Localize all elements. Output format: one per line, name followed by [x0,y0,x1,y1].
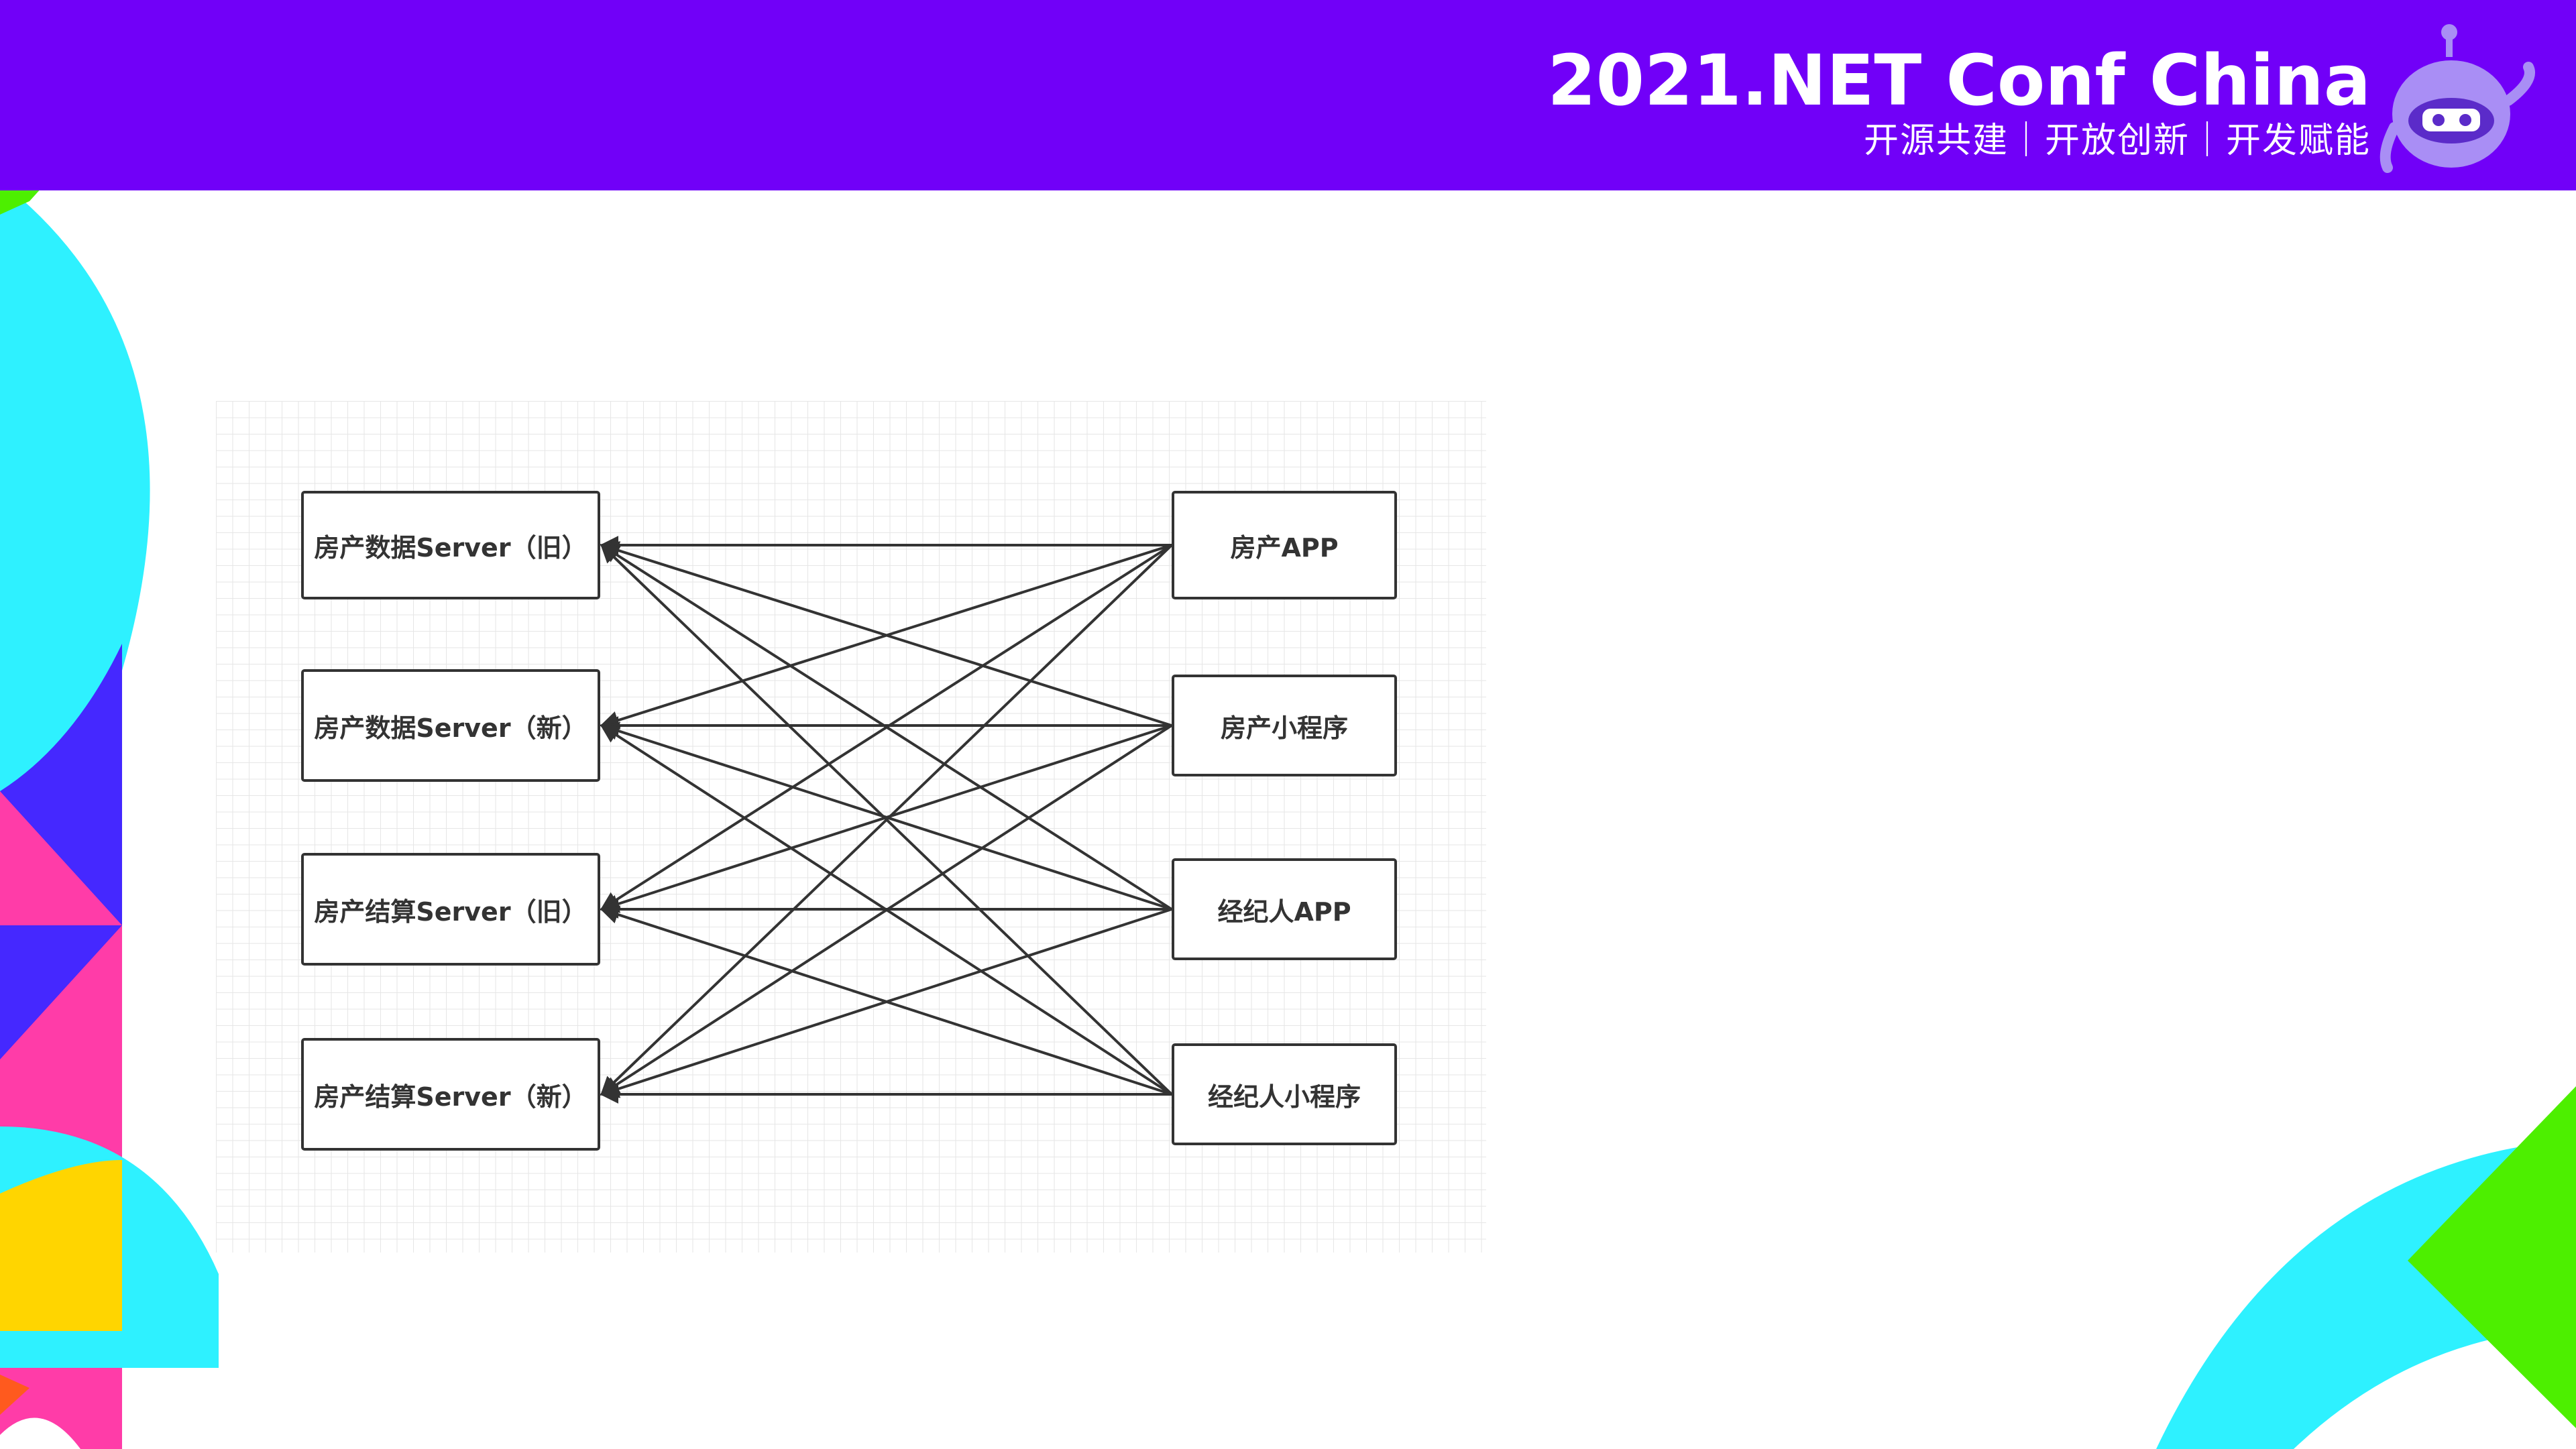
client-label: 经纪人小程序 [1208,1076,1361,1113]
server-label: 房产结算Server（新） [314,1076,587,1113]
server-node-house-data-old: 房产数据Server（旧） [301,491,600,599]
server-node-settlement-old: 房产结算Server（旧） [301,853,600,966]
client-label: 经纪人APP [1217,891,1351,928]
client-label: 房产APP [1230,527,1338,564]
conference-title: 2021.NET Conf China [1547,46,2371,115]
client-node-house-miniprogram: 房产小程序 [1172,675,1397,776]
client-label: 房产小程序 [1221,707,1348,744]
server-node-settlement-new: 房产结算Server（新） [301,1038,600,1151]
cyan-arc-left [0,181,150,811]
architecture-diagram: 房产数据Server（旧） 房产数据Server（新） 房产结算Server（旧… [216,401,1486,1253]
server-label: 房产数据Server（新） [314,707,587,744]
server-node-house-data-new: 房产数据Server（新） [301,669,600,782]
server-label: 房产数据Server（旧） [314,527,587,564]
dotnet-bot-mascot-icon [2374,20,2549,174]
yellow-quarter-left [0,1160,122,1331]
conference-slogan: 开源共建｜开放创新｜开发赋能 [1864,123,2371,158]
client-node-agent-app: 经纪人APP [1172,858,1397,960]
client-node-agent-miniprogram: 经纪人小程序 [1172,1043,1397,1145]
client-node-house-app: 房产APP [1172,491,1397,599]
server-label: 房产结算Server（旧） [314,891,587,928]
